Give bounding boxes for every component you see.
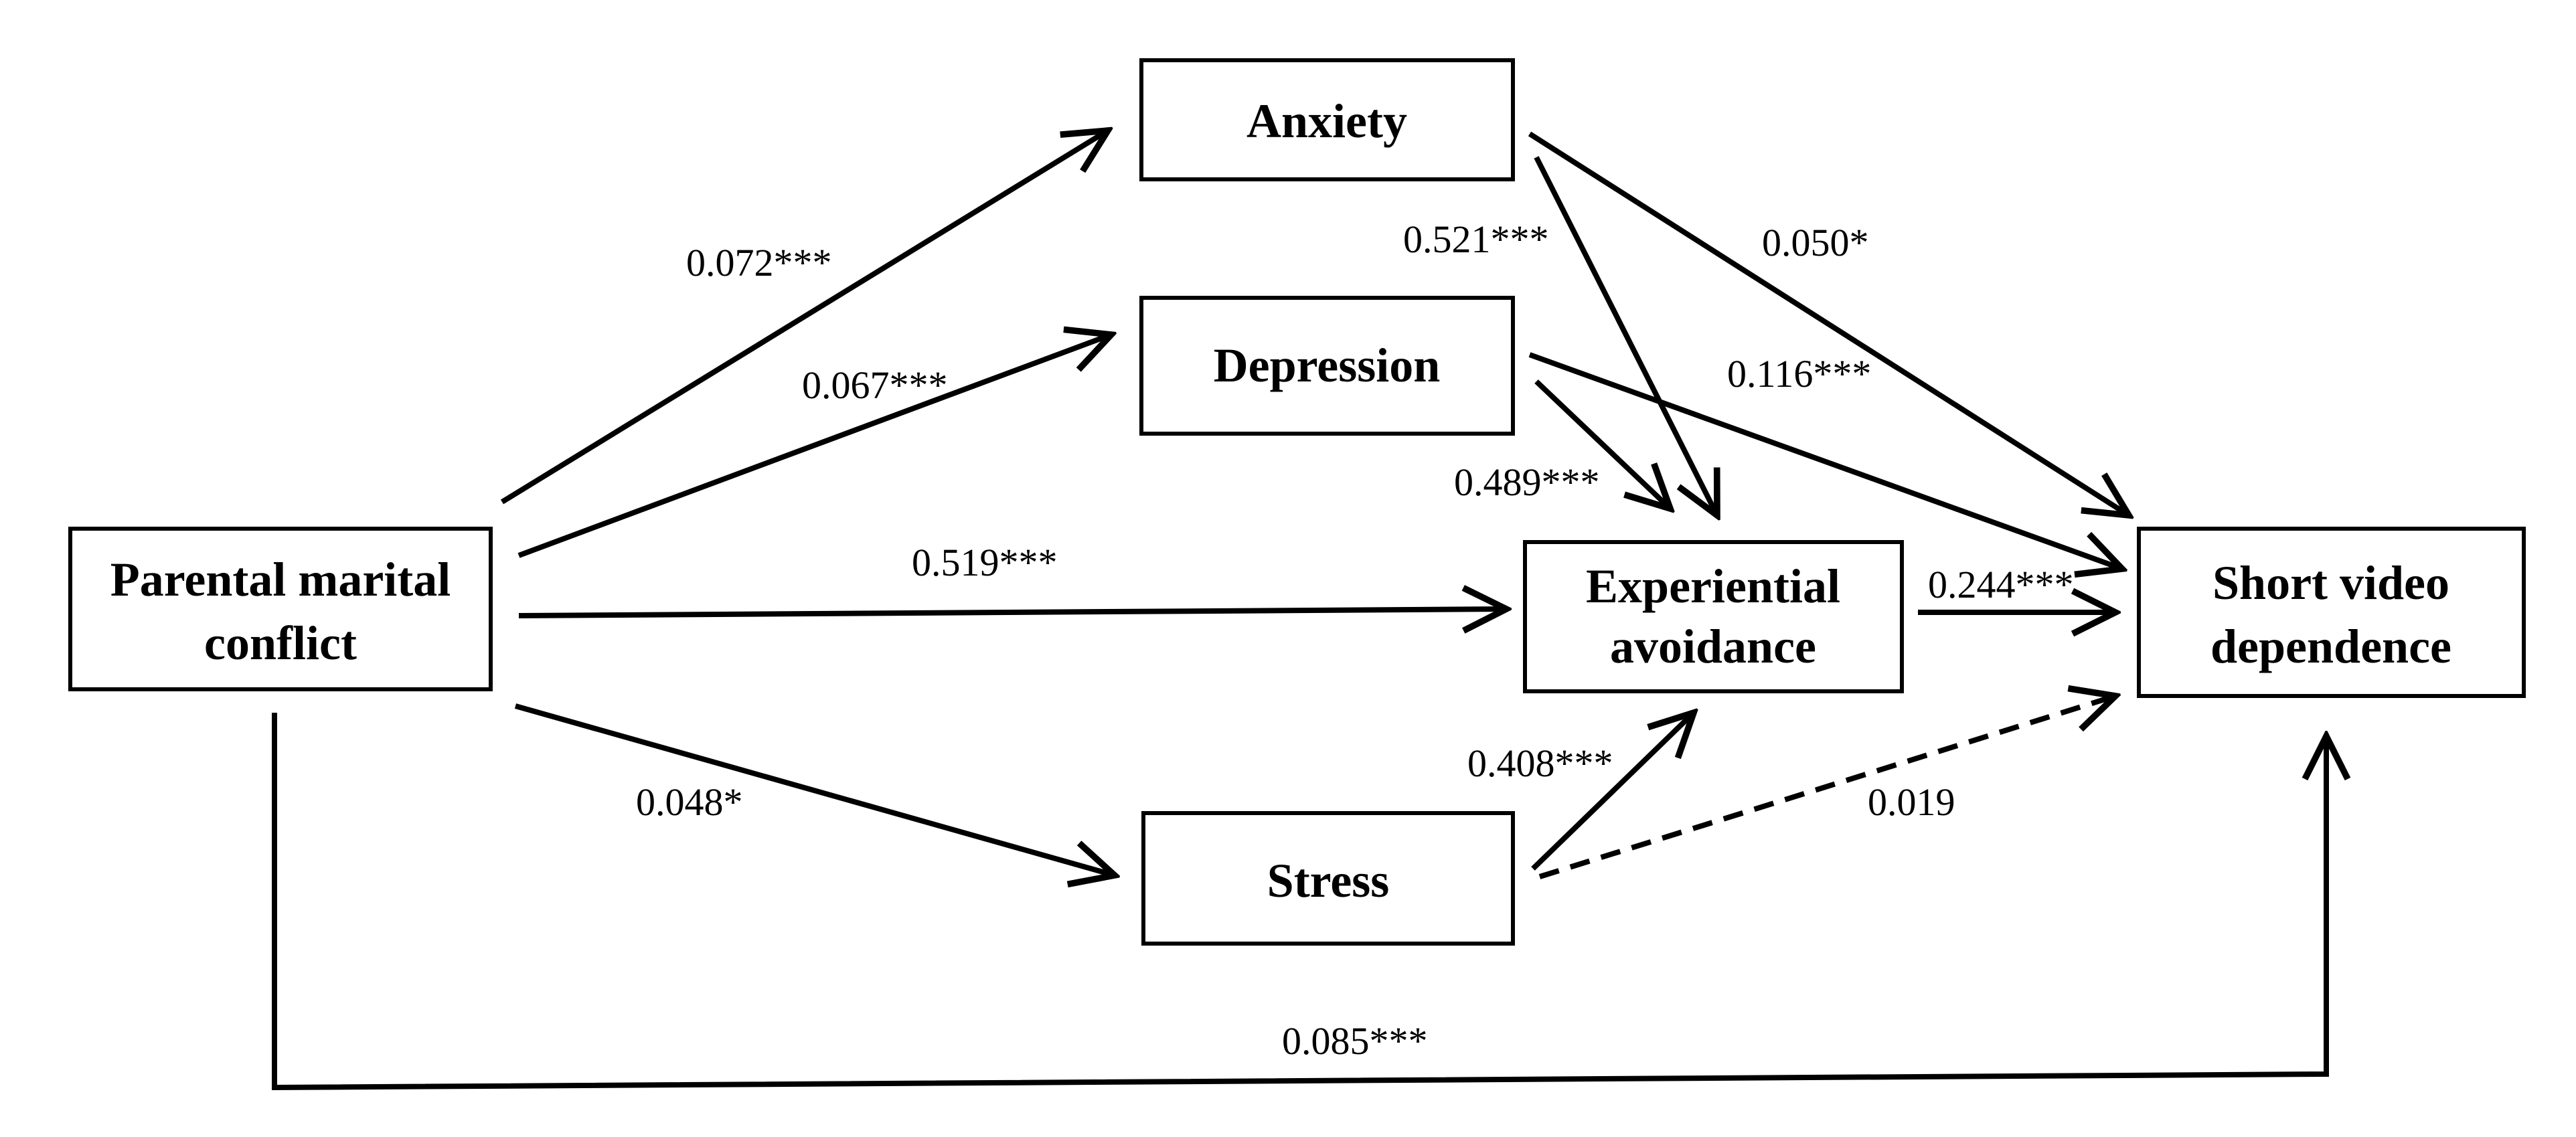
coef-depression-ea: 0.489*** [1454, 460, 1600, 504]
edge-pmc-anxiety [500, 130, 1108, 505]
edge-depression-svd [1528, 352, 2122, 569]
coef-stress-svd: 0.019 [1868, 780, 1955, 824]
node-parental-marital-conflict: Parental marital conflict [68, 527, 493, 691]
node-stress: Stress [1141, 811, 1515, 946]
coef-depression-svd: 0.116*** [1727, 352, 1871, 396]
edge-pmc-stress [514, 703, 1115, 875]
coef-anxiety-svd: 0.050* [1762, 221, 1869, 264]
node-label-line-2: avoidance [1610, 620, 1816, 673]
coef-pmc-svd: 0.085*** [1282, 1019, 1428, 1063]
edge-stress-svd [1538, 696, 2115, 879]
node-label-line-2: dependence [2210, 620, 2451, 673]
edges [272, 130, 2326, 1091]
node-box [2137, 527, 2526, 698]
coef-pmc-anxiety: 0.072*** [686, 241, 832, 284]
edge-stress-ea [1531, 713, 1694, 871]
node-experiential-avoidance: Experiential avoidance [1523, 540, 1904, 693]
node-label-line-1: Short video [2212, 556, 2449, 610]
node-depression: Depression [1139, 296, 1515, 436]
edge-pmc-svd [272, 713, 2326, 1091]
coef-pmc-stress: 0.048* [636, 780, 743, 824]
node-box [1141, 811, 1515, 946]
edge-depression-ea [1534, 379, 1670, 509]
node-label-line-2: conflict [204, 616, 357, 670]
node-label: Stress [1267, 854, 1390, 907]
node-label-line-1: Experiential [1586, 559, 1840, 613]
coef-anxiety-ea: 0.521*** [1403, 217, 1549, 261]
node-box [1139, 58, 1515, 181]
node-label: Anxiety [1246, 94, 1407, 148]
edge-anxiety-svd [1528, 131, 2129, 515]
node-label: Depression [1214, 339, 1441, 392]
node-box [1139, 296, 1515, 436]
node-box [68, 527, 493, 691]
coef-pmc-ea: 0.519*** [912, 541, 1058, 584]
edge-pmc-ea [518, 609, 1506, 616]
node-anxiety: Anxiety [1139, 58, 1515, 181]
edge-anxiety-ea [1534, 156, 1717, 515]
coef-ea-svd: 0.244*** [1928, 563, 2074, 606]
edge-pmc-depression [517, 335, 1111, 558]
coefficients: 0.072*** 0.067*** 0.519*** 0.048* 0.085*… [636, 217, 2074, 1063]
node-box [1523, 540, 1904, 693]
node-short-video-dependence: Short video dependence [2137, 527, 2526, 698]
coef-stress-ea: 0.408*** [1467, 741, 1613, 785]
coef-pmc-depression: 0.067*** [802, 363, 948, 407]
node-label-line-1: Parental marital [110, 553, 451, 606]
